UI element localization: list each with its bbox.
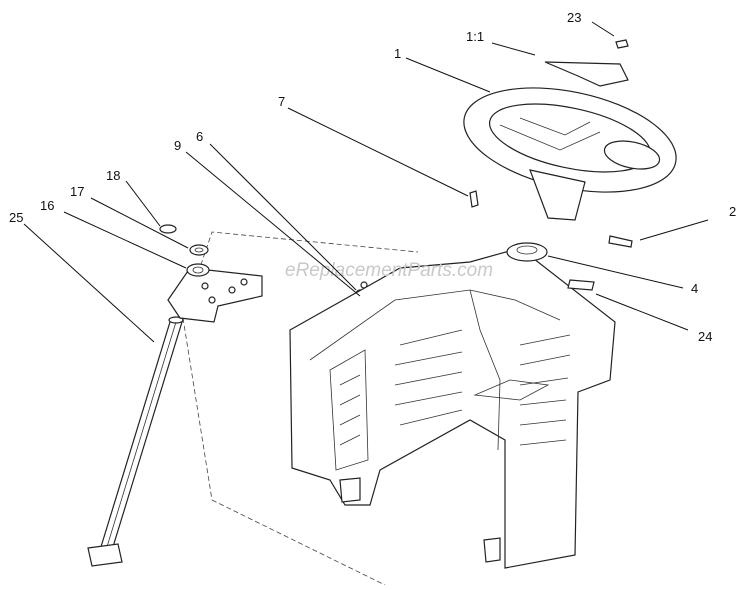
leader-17 [90, 197, 189, 249]
callout-16: 16 [40, 198, 54, 213]
bushing-4-part [506, 242, 548, 262]
washer-16-part [186, 263, 210, 277]
callout-24: 24 [698, 329, 712, 344]
callout-23: 23 [567, 10, 581, 25]
callout-7: 7 [278, 94, 285, 109]
leader-7 [287, 107, 469, 197]
leader-24 [595, 293, 689, 331]
washer-17-hole [194, 247, 204, 253]
wheel-cap-part [544, 61, 629, 87]
steering-shaft-part [87, 316, 184, 567]
leader-9 [185, 151, 361, 297]
callout-1: 1 [394, 46, 401, 61]
emblem-23-part [615, 39, 629, 49]
callout-1-1: 1:1 [466, 29, 484, 44]
callout-labels: 23 1:1 1 7 6 9 18 17 16 25 2 4 24 [9, 10, 736, 344]
leader-18 [125, 180, 161, 227]
leader-2 [639, 219, 709, 241]
leader-lines [23, 21, 709, 343]
dash-console-part [289, 247, 616, 569]
leader-1 [405, 57, 491, 93]
callout-4: 4 [691, 281, 698, 296]
leader-25 [23, 223, 155, 343]
leader-1-1 [491, 42, 536, 56]
leader-16 [63, 211, 187, 269]
clip-24-part [567, 279, 595, 291]
callout-17: 17 [70, 184, 84, 199]
leader-4 [547, 255, 684, 289]
pin-2-part [608, 235, 633, 248]
callout-9: 9 [174, 138, 181, 153]
steering-wheel-part [463, 87, 677, 221]
washer-18-part [159, 224, 177, 234]
washer-16-hole [192, 266, 204, 274]
watermark-text: eReplacementParts.com [285, 260, 493, 281]
callout-2: 2 [729, 204, 736, 219]
leader-6 [209, 143, 357, 291]
washer-17-part [189, 244, 209, 256]
pin-7-part [469, 190, 479, 208]
mounting-bracket-part [167, 267, 263, 323]
callout-18: 18 [106, 168, 120, 183]
callout-25: 25 [9, 210, 23, 225]
callout-6: 6 [196, 129, 203, 144]
leader-23 [591, 21, 615, 37]
reference-outline [182, 231, 419, 586]
